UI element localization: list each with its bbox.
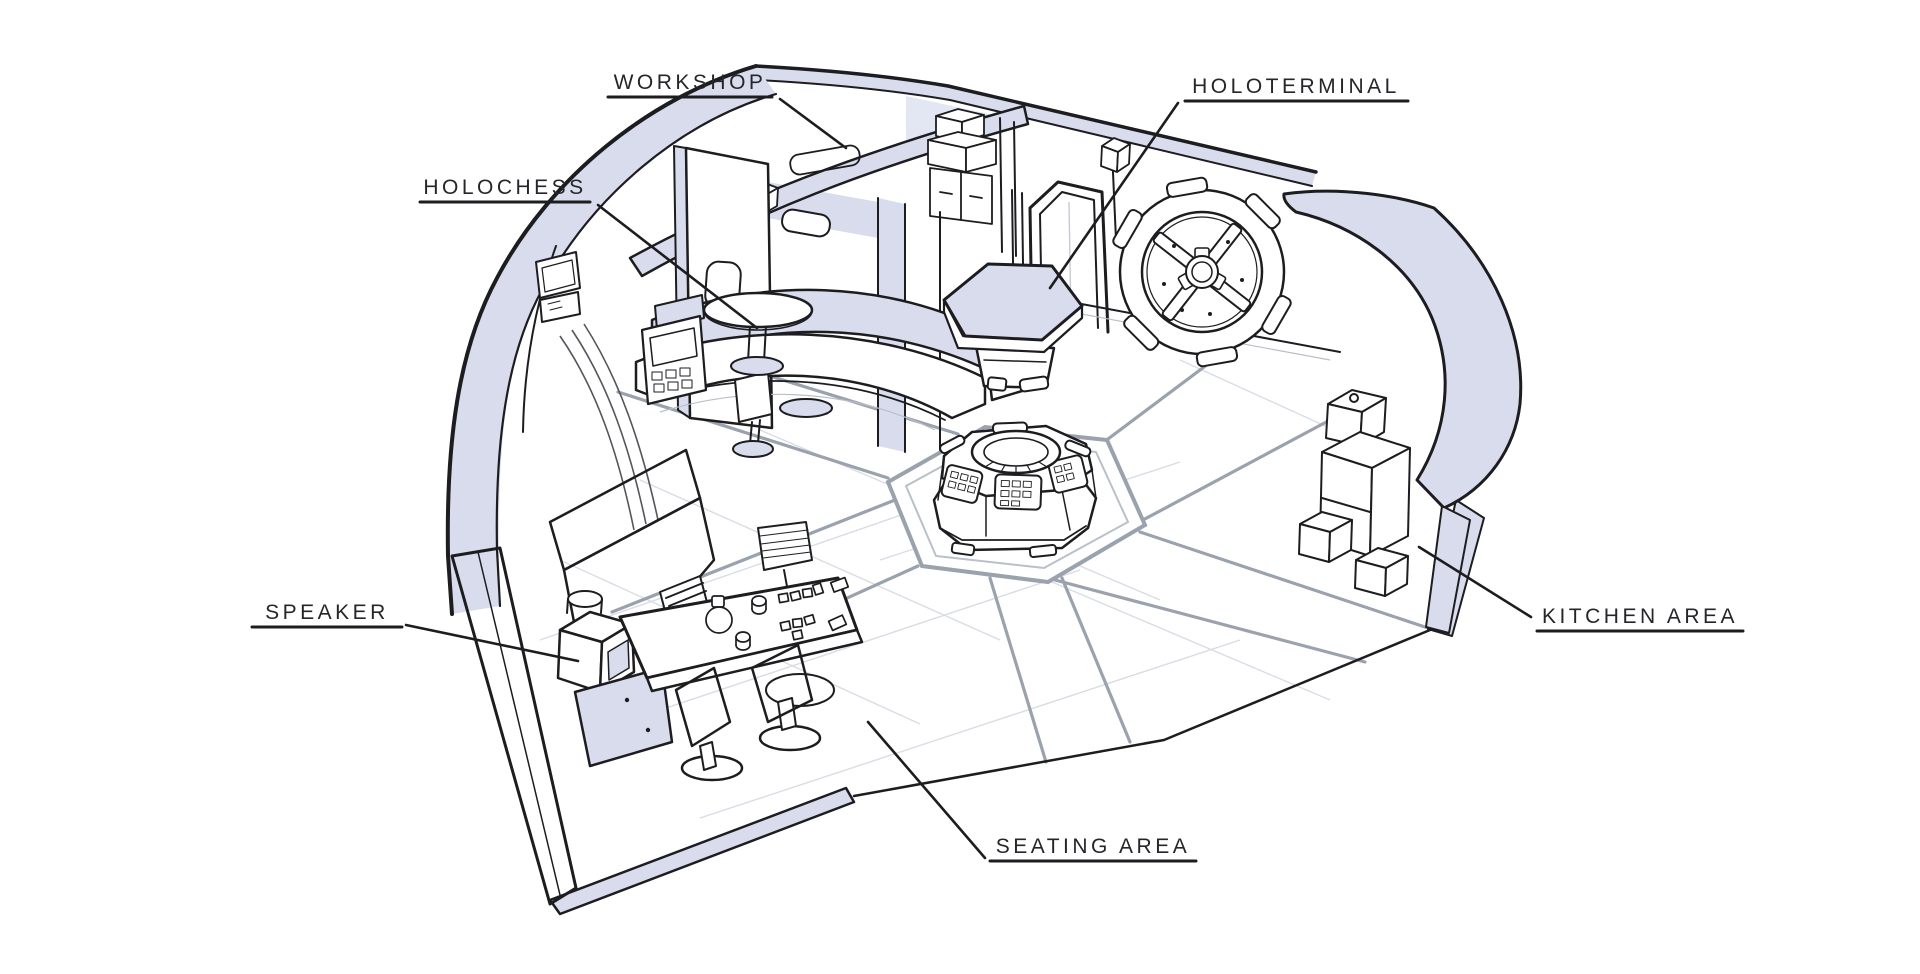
workshop-shelf-boxes <box>927 108 997 173</box>
table-top <box>702 291 814 329</box>
floor-edge-line <box>852 628 1432 798</box>
round-door-hub <box>1177 247 1227 291</box>
speaker-cylinder-top <box>567 590 603 608</box>
lower-left-wall-seam <box>477 551 561 896</box>
label-speaker-text: SPEAKER <box>265 601 389 624</box>
speaker-grille <box>607 639 630 681</box>
holochess-stool <box>732 371 774 458</box>
ceiling-band <box>756 66 1316 186</box>
hull-edge-outer <box>445 64 758 616</box>
holotable-keypad-left <box>940 464 984 504</box>
speaker-unit <box>556 590 674 768</box>
label-kitchen-area-leader <box>1417 545 1533 619</box>
round-door <box>1112 176 1292 368</box>
label-speaker-leader <box>404 623 580 663</box>
chair-left <box>674 666 744 782</box>
ceiling-edge-outer <box>754 64 1318 174</box>
wall-mounted-box-right <box>1100 137 1131 173</box>
speaker-mount-panel <box>573 666 674 768</box>
kitchen-box-left <box>1298 511 1353 563</box>
table-items <box>705 576 850 651</box>
label-holochess-text: HOLOCHESS <box>423 176 586 199</box>
label-workshop: WORKSHOP <box>606 71 848 150</box>
hull-wall-left <box>445 64 778 906</box>
label-holoterminal-leader <box>1048 101 1180 290</box>
holotable-keypad-right <box>1047 454 1089 494</box>
hull-conduits <box>559 323 659 531</box>
speaker-left-face <box>556 628 604 694</box>
kitchen-wall-lower <box>1425 505 1471 634</box>
label-holoterminal: HOLOTERMINAL <box>1048 75 1410 290</box>
bench-base-line-2 <box>659 393 936 431</box>
label-seating-area-leader <box>866 720 987 860</box>
round-door-ring-segments <box>1112 176 1292 368</box>
dome-ticks <box>984 461 1048 474</box>
label-kitchen-area-text: KITCHEN AREA <box>1542 605 1738 628</box>
label-holoterminal-text: HOLOTERMINAL <box>1192 75 1400 98</box>
label-kitchen-area: KITCHEN AREA <box>1417 545 1745 633</box>
holoterminal-foot-right <box>1018 375 1050 393</box>
nook-slot <box>781 208 831 238</box>
partition-slot <box>789 144 861 176</box>
hull-band <box>447 66 776 614</box>
holotable-keypad-center <box>993 473 1043 511</box>
kitchen-wall <box>1282 189 1523 634</box>
label-workshop-text: WORKSHOP <box>614 71 767 94</box>
holoterminal-top <box>942 262 1084 342</box>
holoterminal-foot-left <box>986 376 1008 392</box>
label-speaker: SPEAKER <box>250 601 580 663</box>
lower-left-wall <box>450 546 578 906</box>
kitchen-box-right <box>1354 547 1409 597</box>
round-door-face-inner <box>1146 216 1258 328</box>
workshop-cabinet <box>929 167 993 225</box>
floor-edge-strip <box>548 786 856 916</box>
holochess-table <box>702 291 833 418</box>
seating-area <box>618 521 864 782</box>
kitchen-swoosh-wall <box>1282 189 1523 510</box>
chair-right <box>750 643 835 752</box>
ceiling-edge-inner <box>757 79 1313 187</box>
nook-keypad-console <box>640 294 708 406</box>
label-workshop-leader <box>778 97 848 150</box>
platform-hex-outer <box>885 424 1148 585</box>
table-floor-pad <box>779 398 833 418</box>
label-seating-area: SEATING AREA <box>866 720 1198 863</box>
holochess-nook <box>522 145 1034 531</box>
label-holochess-leader <box>596 203 759 330</box>
holoterminal-table <box>942 262 1084 393</box>
labels: WORKSHOP HOLOCHESS HOLOTERMINAL SPEAKER … <box>250 71 1745 863</box>
label-holochess: HOLOCHESS <box>418 176 759 330</box>
round-door-bolts <box>1162 240 1244 316</box>
wall-screen-console <box>535 251 581 323</box>
holotable <box>885 421 1148 585</box>
label-seating-area-text: SEATING AREA <box>996 835 1191 858</box>
table-base <box>730 356 784 376</box>
